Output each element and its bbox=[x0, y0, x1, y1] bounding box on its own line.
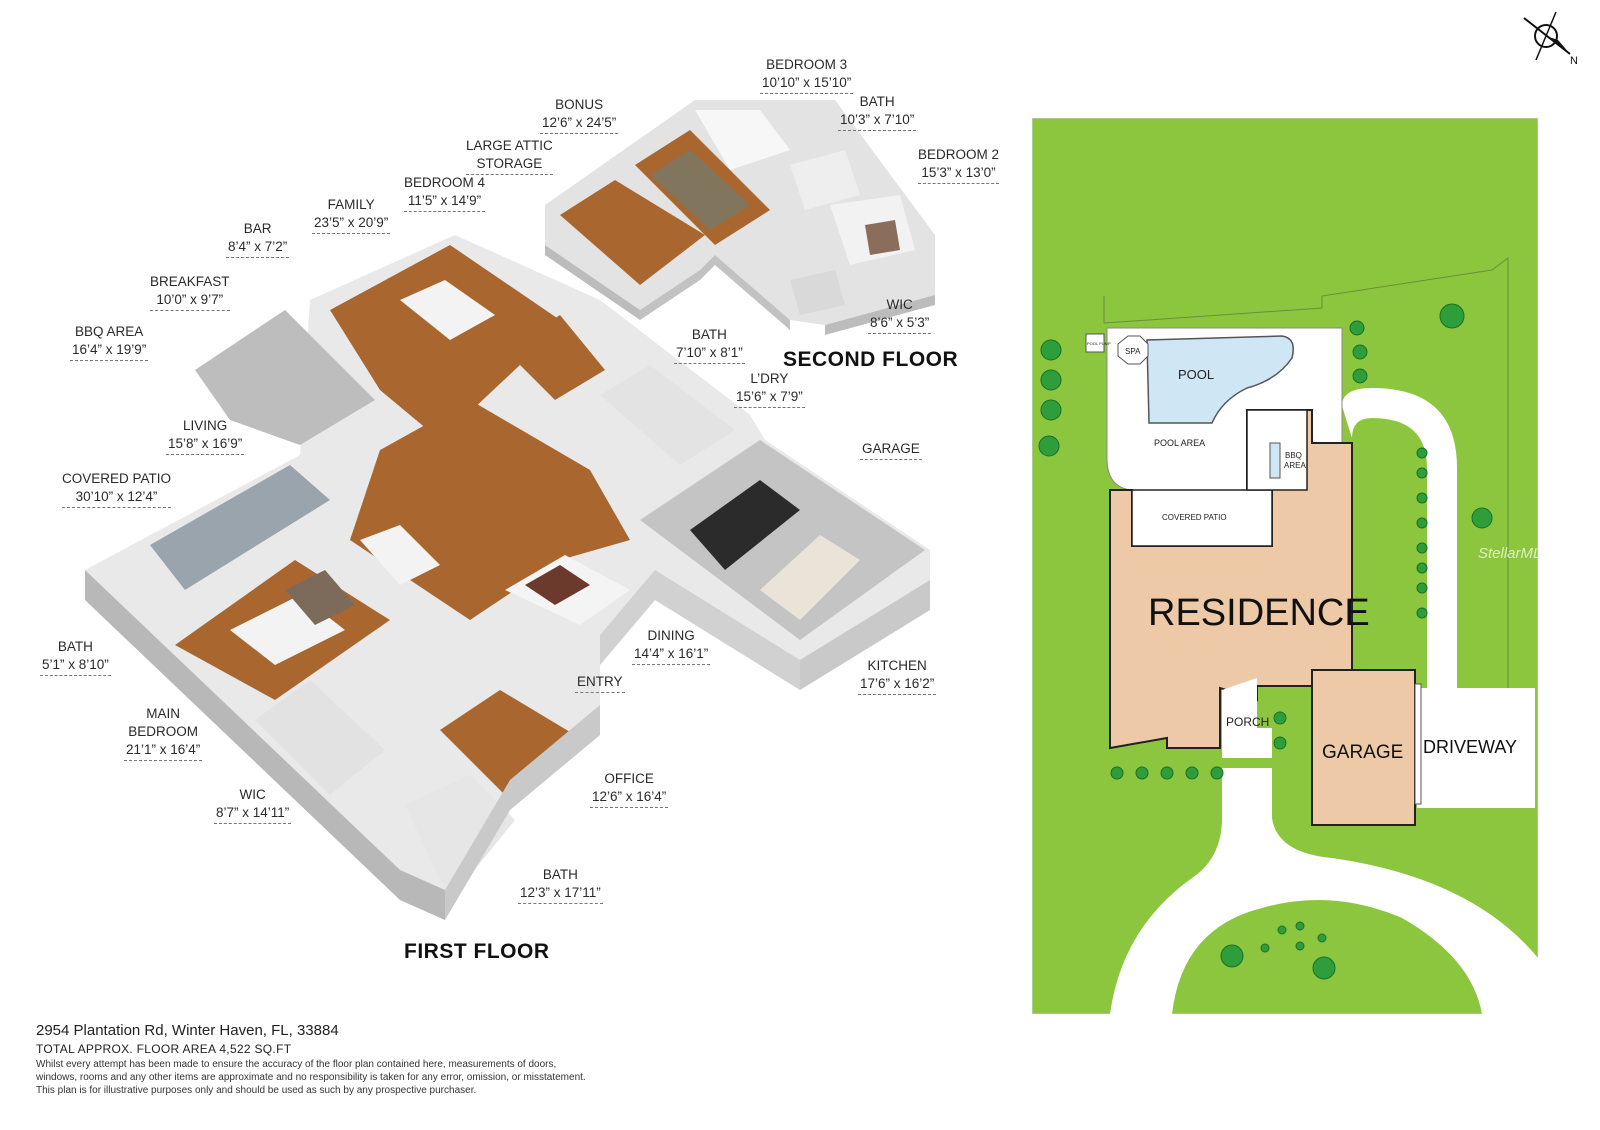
family-rug bbox=[400, 280, 495, 340]
bath-up-floor bbox=[790, 150, 860, 210]
driveway bbox=[1417, 688, 1535, 808]
car-light bbox=[760, 535, 860, 620]
covered-patio bbox=[1131, 489, 1273, 547]
car-dark bbox=[690, 480, 800, 570]
first-floor-title: FIRST FLOOR bbox=[404, 940, 550, 963]
attic-floor bbox=[560, 180, 705, 285]
bedroom3-floor bbox=[695, 110, 790, 170]
garage-label: GARAGE bbox=[1322, 742, 1403, 763]
label-garage: GARAGE bbox=[860, 440, 922, 460]
second-floor-title: SECOND FLOOR bbox=[783, 348, 959, 371]
bbq-area-label-1: BBQ bbox=[1285, 451, 1302, 460]
shrubs bbox=[1038, 303, 1493, 980]
bedroom4-floor bbox=[505, 315, 605, 400]
pool bbox=[1146, 335, 1294, 424]
porch-label: PORCH bbox=[1226, 715, 1269, 729]
disclaimer: Whilst every attempt has been made to en… bbox=[36, 1059, 586, 1096]
bbq-floor bbox=[195, 310, 375, 445]
living-rug bbox=[360, 525, 440, 585]
bath-main-floor bbox=[405, 775, 515, 900]
front-walkway bbox=[1110, 768, 1538, 1014]
driveway-label: DRIVEWAY bbox=[1423, 737, 1517, 757]
pool-label: POOL bbox=[1178, 367, 1214, 382]
garage-floor bbox=[640, 440, 925, 640]
address: 2954 Plantation Rd, Winter Haven, FL, 33… bbox=[36, 1022, 339, 1039]
office-floor bbox=[440, 690, 575, 800]
compass-label: N bbox=[1570, 55, 1578, 66]
site-plan: SPA POOL PUMP POOL POOL AREA BBQ AREA CO… bbox=[1032, 118, 1538, 1014]
driveway-curve bbox=[1342, 388, 1457, 688]
total-area: TOTAL APPROX. FLOOR AREA 4,522 SQ.FT bbox=[36, 1042, 292, 1056]
bed2-furniture bbox=[865, 220, 900, 255]
wic-up-floor bbox=[790, 270, 845, 315]
dining-table bbox=[525, 565, 590, 605]
porch bbox=[1222, 678, 1272, 758]
pool-pump-label: POOL PUMP bbox=[1087, 341, 1111, 346]
spa bbox=[1117, 335, 1149, 365]
wic-main-floor bbox=[255, 680, 385, 795]
bbq-area-label-2: AREA bbox=[1284, 461, 1306, 470]
label-entry: ENTRY bbox=[575, 673, 625, 693]
first-floor-model bbox=[85, 235, 930, 920]
laundry-floor bbox=[600, 365, 735, 465]
spa-label: SPA bbox=[1125, 347, 1141, 356]
covered-patio-label: COVERED PATIO bbox=[1162, 513, 1227, 522]
garage bbox=[1311, 669, 1416, 826]
second-floor-model bbox=[545, 100, 935, 335]
residence-label: RESIDENCE bbox=[1148, 592, 1370, 634]
family-floor bbox=[330, 245, 560, 440]
watermark: StellarMLS bbox=[1478, 545, 1538, 562]
main-bed bbox=[285, 570, 355, 625]
covered-patio-floor bbox=[150, 465, 330, 590]
compass-icon: N bbox=[1523, 11, 1578, 66]
floor-plan-illustration bbox=[85, 100, 935, 920]
pool-area-label: POOL AREA bbox=[1154, 438, 1205, 448]
pool-pump bbox=[1085, 333, 1105, 353]
footer: 2954 Plantation Rd, Winter Haven, FL, 33… bbox=[36, 1022, 676, 1097]
bonus-rug bbox=[650, 150, 750, 230]
